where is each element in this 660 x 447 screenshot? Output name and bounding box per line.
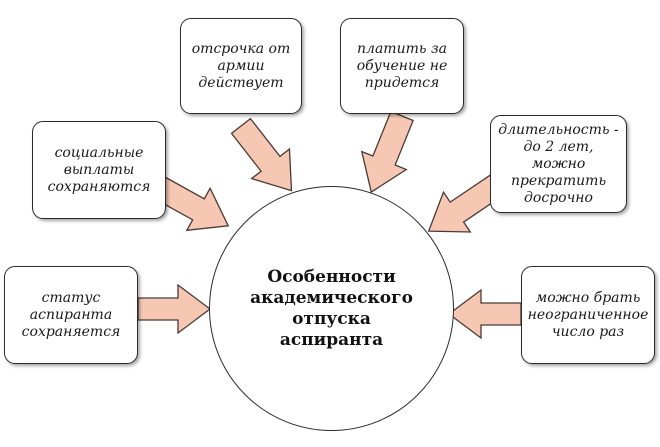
arrow-tuition — [360, 110, 414, 194]
box-tuition: платить за обучение не придется — [340, 18, 464, 114]
box-unlimited: можно брать неограниченное число раз — [521, 266, 655, 364]
box-army-deferral: отсрочка от армии действует — [180, 18, 302, 114]
arrow-unlimited — [447, 288, 522, 340]
center-circle: Особенности академического отпуска аспир… — [209, 186, 454, 431]
box-status: статус аспиранта сохраняется — [4, 266, 138, 364]
box-social-payments: социальные выплаты сохраняются — [32, 121, 166, 219]
arrow-army — [230, 117, 293, 192]
arrow-duration — [427, 172, 508, 233]
box-duration: длительность - до 2 лет, можно прекратит… — [490, 115, 627, 213]
arrow-status — [137, 283, 212, 335]
